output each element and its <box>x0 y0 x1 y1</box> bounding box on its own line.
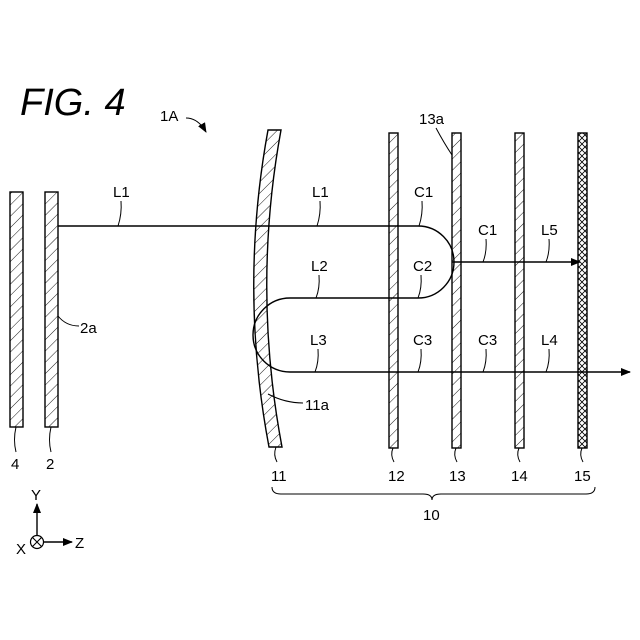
leader-14 <box>518 448 520 462</box>
group-label-10: 10 <box>423 507 440 524</box>
axis-label-x: X <box>16 541 26 558</box>
ray-label-l3: L3 <box>310 332 327 349</box>
leader-l5 <box>546 239 549 262</box>
ray-label-c2: C2 <box>413 258 432 275</box>
leader-4 <box>15 427 17 452</box>
leader-11 <box>275 447 277 462</box>
leader-c1-b <box>483 239 486 262</box>
leader-12 <box>392 448 394 462</box>
element-13-plate <box>452 133 461 448</box>
part-label-12: 12 <box>388 468 405 485</box>
leader-2 <box>50 427 52 452</box>
assembly-ref-label: 1A <box>160 108 178 125</box>
axis-label-z: Z <box>75 535 84 552</box>
assembly-ref-arrow <box>186 118 206 132</box>
element-11-curved-plate <box>254 130 282 447</box>
figure-title: FIG. 4 <box>20 82 126 124</box>
leader-c3-b <box>483 349 486 372</box>
part-label-11a: 11a <box>305 397 330 414</box>
ray-label-c3-b: C3 <box>478 332 497 349</box>
ray-label-c1-a: C1 <box>414 184 433 201</box>
leader-13a <box>436 128 452 155</box>
ray-label-l2: L2 <box>311 258 328 275</box>
element-15-plate <box>578 133 587 448</box>
part-label-2: 2 <box>46 456 54 473</box>
part-label-15: 15 <box>574 468 591 485</box>
ray-label-l5: L5 <box>541 222 558 239</box>
leader-l1-left <box>118 201 121 226</box>
ray-label-c1-b: C1 <box>478 222 497 239</box>
part-label-13: 13 <box>449 468 466 485</box>
axis-label-y: Y <box>31 487 41 504</box>
leader-l1-right <box>317 201 320 226</box>
ray-label-l4: L4 <box>541 332 558 349</box>
leader-c2 <box>418 275 421 298</box>
leader-2a <box>58 316 79 326</box>
part-label-2a: 2a <box>80 320 97 337</box>
light-path-l1-l2-l3-l4 <box>58 226 630 372</box>
leader-15 <box>581 448 583 462</box>
ray-label-c3-a: C3 <box>413 332 432 349</box>
leader-l4 <box>546 349 549 372</box>
leader-13 <box>455 448 457 462</box>
element-14-plate <box>515 133 524 448</box>
element-4-plate <box>10 192 23 427</box>
leader-c1-a <box>419 201 422 226</box>
part-label-13a: 13a <box>419 111 445 128</box>
element-2-plate <box>45 192 58 427</box>
part-label-4: 4 <box>11 456 19 473</box>
group-brace <box>272 487 595 500</box>
ray-label-l1-left: L1 <box>113 184 130 201</box>
part-label-14: 14 <box>511 468 528 485</box>
element-12-plate <box>389 133 398 448</box>
leader-c3-a <box>418 349 421 372</box>
leader-l3 <box>315 349 318 372</box>
ray-label-l1-right: L1 <box>312 184 329 201</box>
leader-l2 <box>316 275 319 298</box>
part-label-11: 11 <box>271 468 287 485</box>
